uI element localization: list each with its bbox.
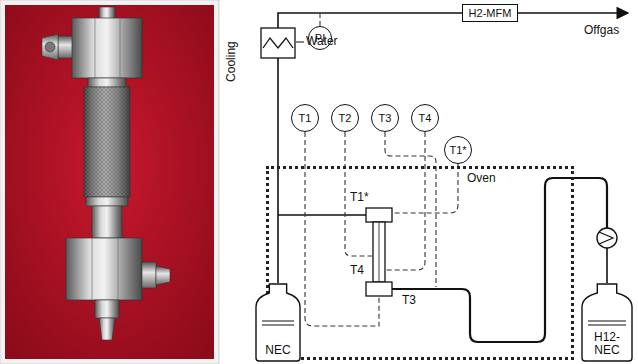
storage-bottle: NEC	[254, 283, 302, 362]
temperature-sensor: T4	[411, 104, 439, 132]
node-label: H2-MFM	[469, 7, 512, 19]
liquid-level	[588, 321, 626, 322]
reactor-symbol	[366, 208, 392, 296]
stream-label: Cooling	[225, 42, 238, 83]
node-label: T4	[419, 112, 432, 124]
flow-meter-box: H2-MFM	[462, 4, 518, 22]
temperature-sensor: T1	[291, 104, 319, 132]
stream-label: Water	[306, 35, 338, 48]
sensor-tag: T3	[402, 294, 416, 307]
stream-label: Offgas	[584, 24, 619, 37]
bottle-shape	[582, 284, 632, 361]
node-label: T3	[379, 112, 392, 124]
signal-lines	[305, 14, 458, 326]
node-label: T2	[339, 112, 352, 124]
temperature-sensor: T3	[371, 104, 399, 132]
oven-region: Oven	[266, 166, 574, 360]
sensor-tag: T4	[350, 264, 364, 277]
temperature-sensor: T1*	[444, 136, 472, 164]
pump-symbol	[597, 228, 617, 248]
node-label: T1*	[449, 144, 466, 156]
cooler-symbol	[261, 28, 295, 58]
liquid-level	[262, 321, 294, 322]
liquid-level	[262, 325, 294, 326]
node-label: H12-NEC	[589, 331, 625, 357]
reactor-photo	[0, 0, 219, 364]
region-title: Oven	[467, 172, 496, 185]
node-label: T1	[299, 112, 312, 124]
liquid-level	[588, 325, 626, 326]
sensor-tag: T1*	[350, 191, 369, 204]
bottle-shape	[256, 284, 300, 361]
node-label: NEC	[265, 344, 290, 357]
process-piping	[278, 13, 628, 342]
temperature-sensor: T2	[331, 104, 359, 132]
storage-bottle: H12-NEC	[580, 283, 634, 362]
